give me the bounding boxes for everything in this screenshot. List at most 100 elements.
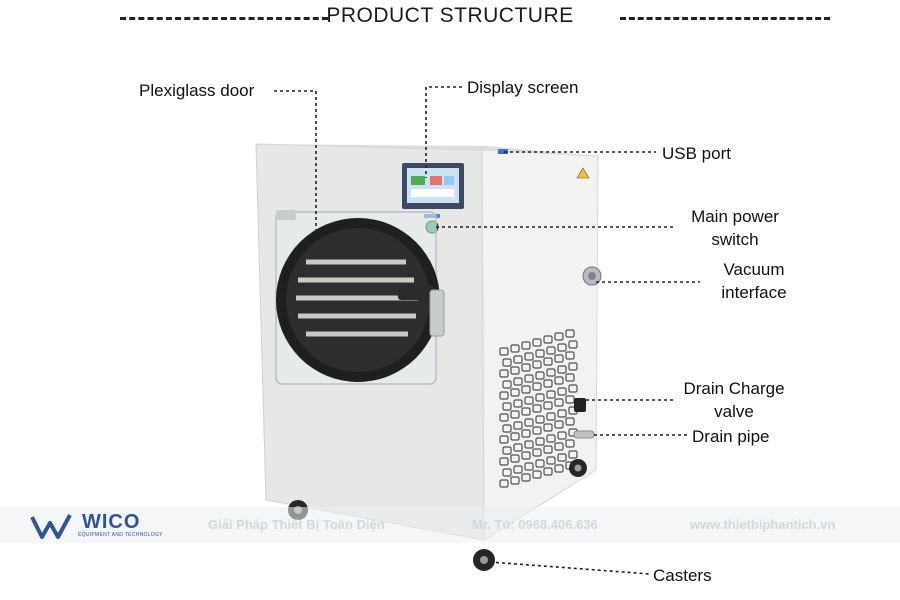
vent-slot <box>510 388 520 397</box>
watermark-brand: WICO <box>82 511 141 533</box>
vent-slot <box>510 344 520 353</box>
leader-plexiglass-door <box>274 90 317 230</box>
vent-slot <box>502 402 512 411</box>
vent-slot <box>543 401 553 410</box>
vent-slot <box>521 407 531 416</box>
vent-slot <box>565 395 575 404</box>
vent-slot <box>543 423 553 432</box>
vent-slot <box>524 418 534 427</box>
vent-slot <box>535 393 545 402</box>
vent-slot <box>557 409 567 418</box>
cabinet-side-face <box>481 149 599 541</box>
vent-slot <box>513 465 523 474</box>
vent-slot <box>499 457 509 466</box>
vent-slot <box>510 476 520 485</box>
vent-slot <box>502 468 512 477</box>
label-casters: Casters <box>653 566 712 585</box>
watermark-brand-sub: EQUIPMENT AND TECHNOLOGY <box>78 532 163 538</box>
vent-slot <box>543 335 553 344</box>
leader-lines <box>274 86 700 575</box>
vent-slot <box>568 362 578 371</box>
drain-pipe <box>573 430 595 439</box>
diagram-title: PRODUCT STRUCTURE <box>326 4 574 27</box>
door-handle <box>398 286 434 300</box>
label-drain-charge-valve: Drain Charge valve <box>683 379 785 421</box>
label-vacuum-interface: Vacuum interface <box>721 260 787 302</box>
sample-trays <box>296 259 418 337</box>
vent-slot <box>521 363 531 372</box>
vent-slot <box>521 473 531 482</box>
vent-slot <box>499 369 509 378</box>
vent-slot <box>565 439 575 448</box>
vent-slot <box>554 332 564 341</box>
label-display-screen: Display screen <box>467 78 579 97</box>
vent-slot <box>524 352 534 361</box>
vent-slot <box>535 459 545 468</box>
label-plexiglass-door: Plexiglass door <box>139 81 255 100</box>
vent-slot <box>554 420 564 429</box>
vent-grille <box>499 329 578 488</box>
wico-logo-icon <box>30 514 72 539</box>
vent-slot <box>557 431 567 440</box>
vent-slot <box>502 424 512 433</box>
vent-slot <box>557 453 567 462</box>
vent-slot <box>499 347 509 356</box>
drain-charge-valve <box>574 398 586 412</box>
vent-slot <box>502 358 512 367</box>
title-left-dash <box>120 17 328 20</box>
vent-slot <box>510 432 520 441</box>
vent-slot <box>521 451 531 460</box>
vent-slot <box>554 376 564 385</box>
vent-slot <box>513 377 523 386</box>
vent-slot <box>535 415 545 424</box>
vent-slot <box>557 343 567 352</box>
vent-slot <box>546 390 556 399</box>
vent-slot <box>554 442 564 451</box>
vent-slot <box>565 351 575 360</box>
vent-slot <box>499 435 509 444</box>
watermark-website: www.thietbiphantich.vn <box>690 517 836 532</box>
label-drain-pipe: Drain pipe <box>692 427 770 446</box>
vent-slot <box>543 467 553 476</box>
watermark-slogan: Giải Pháp Thiết Bị Toàn Diện <box>208 517 385 532</box>
vent-slot <box>521 429 531 438</box>
vent-slot <box>510 366 520 375</box>
vent-slot <box>546 456 556 465</box>
diagram-title-row: PRODUCT STRUCTURE <box>0 4 900 28</box>
vent-slot <box>546 412 556 421</box>
vent-slot <box>513 443 523 452</box>
vent-slot <box>532 426 542 435</box>
vent-slot <box>513 399 523 408</box>
vent-slot <box>513 421 523 430</box>
vent-slot <box>543 357 553 366</box>
vent-slot <box>568 450 578 459</box>
vent-slot <box>532 470 542 479</box>
vent-slot <box>524 374 534 383</box>
vent-slot <box>499 391 509 400</box>
vent-slot <box>532 404 542 413</box>
vent-slot <box>568 384 578 393</box>
vent-slot <box>524 440 534 449</box>
vent-slot <box>502 446 512 455</box>
label-usb-port: USB port <box>662 144 731 163</box>
vent-slot <box>554 464 564 473</box>
vent-slot <box>532 360 542 369</box>
title-right-dash <box>620 17 830 20</box>
vent-slot <box>502 380 512 389</box>
vent-slot <box>568 340 578 349</box>
vent-slot <box>532 382 542 391</box>
vent-slot <box>510 410 520 419</box>
vent-slot <box>546 346 556 355</box>
vent-slot <box>554 398 564 407</box>
vent-slot <box>543 445 553 454</box>
display-screen <box>407 168 459 203</box>
vent-slot <box>521 341 531 350</box>
vent-slot <box>513 355 523 364</box>
vent-slot <box>557 365 567 374</box>
leader-casters <box>489 561 651 575</box>
vent-slot <box>565 417 575 426</box>
watermark-band <box>0 507 900 543</box>
vent-slot <box>510 454 520 463</box>
watermark-contact: Mr. Tú: 0968.406.636 <box>472 517 598 532</box>
